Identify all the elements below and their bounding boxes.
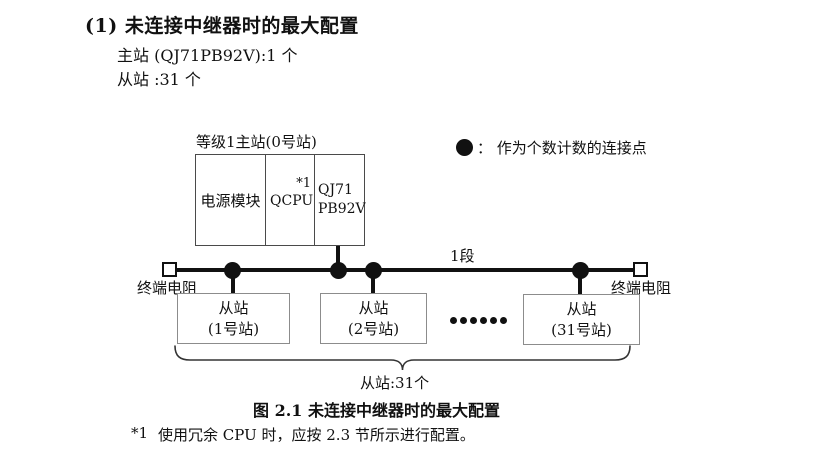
slave-station-31-box: 从站 (31号站) [523, 294, 640, 345]
pb92v-label-line2: PB92V [318, 201, 366, 217]
terminator-right-label: 终端电阻 [611, 279, 672, 297]
slave-name: 从站 [566, 299, 597, 318]
power-module-cell: 电源模块 [196, 155, 266, 245]
master-drop-line [336, 246, 340, 270]
slave2-drop-line [371, 271, 375, 294]
slave-name: 从站 [358, 298, 389, 317]
terminator-left-icon [162, 262, 177, 277]
slaves-total-label: 从站:31个 [360, 374, 430, 392]
slave-count-line: 从站 :31 个 [117, 70, 201, 89]
terminator-left-label: 终端电阻 [137, 279, 198, 297]
footnote-marker: *1 [131, 424, 149, 442]
segment-1-label: 1段 [450, 247, 475, 265]
slave-station-number: (2号站) [347, 319, 400, 338]
pb92v-label-line1: QJ71 [318, 182, 353, 198]
slaves-brace [174, 345, 631, 371]
slave-name: 从站 [218, 298, 249, 317]
slave-station-1-box: 从站 (1号站) [177, 293, 290, 344]
terminator-right-icon [633, 262, 648, 277]
bus-line [170, 268, 641, 272]
slave-station-number: (31号站) [551, 320, 612, 339]
connection-point-icon [572, 262, 589, 279]
footnote-text: 使用冗余 CPU 时，应按 2.3 节所示进行配置。 [158, 426, 475, 444]
section-heading: (1) 未连接中继器时的最大配置 [85, 15, 359, 37]
qcpu-label: QCPU [270, 193, 314, 209]
connection-point-icon [330, 262, 347, 279]
more-slaves-ellipsis-icon [450, 317, 507, 324]
connection-point-icon [456, 139, 473, 156]
figure-caption: 图 2.1 未连接中继器时的最大配置 [253, 401, 500, 420]
slave-station-2-box: 从站 (2号站) [320, 293, 427, 344]
connection-point-icon [365, 262, 382, 279]
master-station-box: 电源模块 *1 QCPU QJ71 PB92V [195, 154, 366, 246]
slave31-drop-line [578, 271, 582, 295]
legend-text: ： 作为个数计数的连接点 [477, 139, 647, 157]
pb92v-cell: QJ71 PB92V [315, 155, 366, 245]
slave-station-number: (1号站) [207, 319, 260, 338]
master-station-label: 等级1主站(0号站) [196, 133, 317, 151]
qcpu-cell: *1 QCPU [266, 155, 315, 245]
master-count-line: 主站 (QJ71PB92V):1 个 [117, 46, 298, 65]
legend: ： 作为个数计数的连接点 [456, 137, 647, 158]
slave1-drop-line [231, 271, 235, 294]
connection-point-icon [224, 262, 241, 279]
footnote-ref-marker: *1 [296, 176, 311, 191]
